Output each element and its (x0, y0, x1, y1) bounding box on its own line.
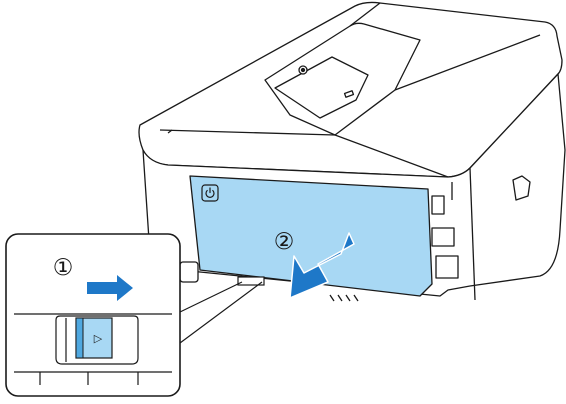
power-button[interactable] (201, 184, 219, 202)
right-foot (512, 175, 531, 201)
top-recess-line-2 (334, 134, 449, 178)
side-port-3 (435, 255, 459, 279)
inset-panel: ① ▷ (5, 233, 181, 397)
top-recess-line-3 (394, 34, 541, 91)
release-slider[interactable]: ▷ (75, 317, 113, 359)
callout-lines (179, 281, 263, 344)
cover-release-slot (237, 276, 265, 286)
arrow-right-icon (87, 275, 133, 301)
top-badge (343, 90, 355, 98)
release-slider-grip (75, 317, 84, 359)
slider-glyph: ▷ (94, 332, 103, 345)
step-1-marker: ① (53, 255, 74, 281)
top-sensor-dot (300, 67, 306, 73)
front-indicator (167, 129, 173, 134)
side-port-2 (431, 227, 455, 247)
side-cover-panel[interactable] (189, 175, 433, 297)
arrow-down-left-icon (289, 232, 355, 299)
left-foot (179, 261, 199, 283)
side-port-1 (431, 195, 445, 215)
step-2-marker: ② (274, 229, 295, 255)
power-icon (205, 187, 215, 198)
top-recess-inner (274, 56, 369, 119)
bottom-vent (329, 294, 359, 302)
top-recess-line-1 (159, 129, 336, 136)
inset-base-edge (14, 371, 172, 385)
top-recess-line-4 (349, 2, 381, 27)
projector-right-side (469, 167, 476, 301)
